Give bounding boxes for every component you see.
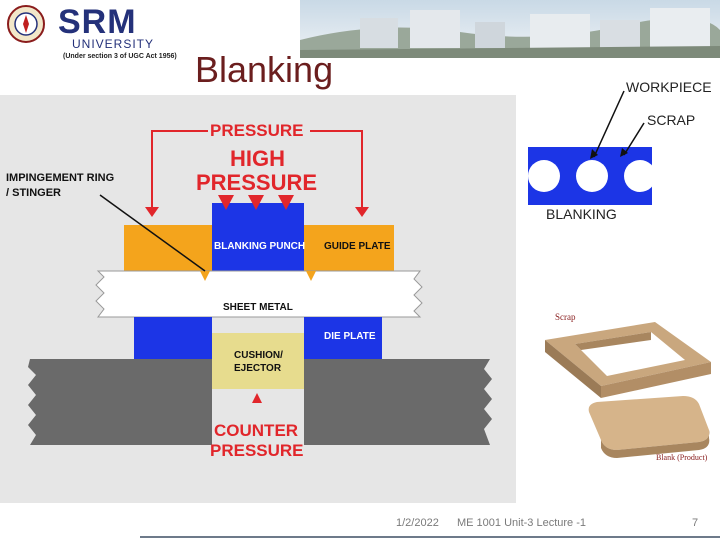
scrap-label: SCRAP bbox=[647, 112, 696, 128]
cushion-ejector bbox=[212, 333, 304, 389]
guide-plate-label: GUIDE PLATE bbox=[324, 241, 391, 252]
workpiece-pointer bbox=[593, 90, 625, 158]
blank-hole bbox=[576, 160, 608, 192]
high-pressure-arrow bbox=[278, 195, 294, 210]
brand-name: SRM bbox=[58, 3, 137, 41]
high-pressure-arrow bbox=[218, 195, 234, 210]
pressure-bracket-line bbox=[310, 130, 363, 213]
blanking-die-diagram: PRESSURE HIGH PRESSURE IMPINGEMENT RING … bbox=[0, 95, 516, 503]
counter-pressure-label-1: COUNTER bbox=[214, 421, 299, 440]
footer-date: 1/2/2022 bbox=[396, 517, 439, 529]
blanking-punch bbox=[212, 203, 304, 271]
diagram-drawing bbox=[28, 130, 492, 445]
die-plate-label: DIE PLATE bbox=[324, 331, 376, 342]
high-pressure-label-2: PRESSURE bbox=[196, 170, 318, 195]
workpiece-label: WORKPIECE bbox=[626, 79, 712, 95]
base-block-left bbox=[28, 359, 212, 445]
die-plate-right bbox=[304, 317, 382, 359]
base-block-right bbox=[304, 359, 492, 445]
university-seal-icon bbox=[7, 5, 45, 43]
cushion-label-2: EJECTOR bbox=[234, 363, 282, 374]
high-pressure-label-1: HIGH bbox=[230, 146, 285, 171]
pressure-arrow-left bbox=[145, 207, 159, 217]
blanking-label: BLANKING bbox=[546, 206, 617, 222]
footer-course: ME 1001 Unit-3 Lecture -1 bbox=[457, 517, 587, 529]
cushion-label-1: CUSHION/ bbox=[234, 350, 283, 361]
high-pressure-arrow bbox=[248, 195, 264, 210]
sheet-metal bbox=[95, 270, 423, 318]
pressure-label: PRESSURE bbox=[210, 121, 304, 140]
sheet-metal-label: SHEET METAL bbox=[223, 302, 293, 313]
blank-part-label: Blank (Product) bbox=[656, 453, 708, 462]
scrap-part-label: Scrap bbox=[555, 312, 576, 322]
blank-hole bbox=[624, 160, 656, 192]
impingement-pointer-line bbox=[99, 194, 206, 272]
impingement-ring-label-2: / STINGER bbox=[6, 187, 62, 199]
footer-divider bbox=[140, 536, 720, 538]
counter-pressure-arrow bbox=[252, 393, 262, 403]
scrap-pointer bbox=[623, 122, 645, 156]
footer-page-number: 7 bbox=[692, 517, 699, 529]
impingement-ring-label-1: IMPINGEMENT RING bbox=[6, 172, 115, 184]
brand-note: (Under section 3 of UGC Act 1956) bbox=[63, 53, 177, 60]
brand-subtitle: UNIVERSITY bbox=[72, 37, 155, 51]
blanking-schematic bbox=[520, 90, 656, 205]
blank-product bbox=[588, 396, 710, 450]
blank-hole bbox=[528, 160, 560, 192]
slide-title: Blanking bbox=[195, 49, 334, 90]
scrap-and-blank-illustration bbox=[545, 322, 711, 458]
blanking-punch-label: BLANKING PUNCH bbox=[214, 241, 306, 252]
counter-pressure-label-2: PRESSURE bbox=[210, 441, 304, 460]
campus-banner-image bbox=[300, 0, 720, 58]
pressure-bracket-line bbox=[151, 130, 208, 213]
pressure-arrow-right bbox=[355, 207, 369, 217]
die-plate-left bbox=[134, 317, 212, 359]
